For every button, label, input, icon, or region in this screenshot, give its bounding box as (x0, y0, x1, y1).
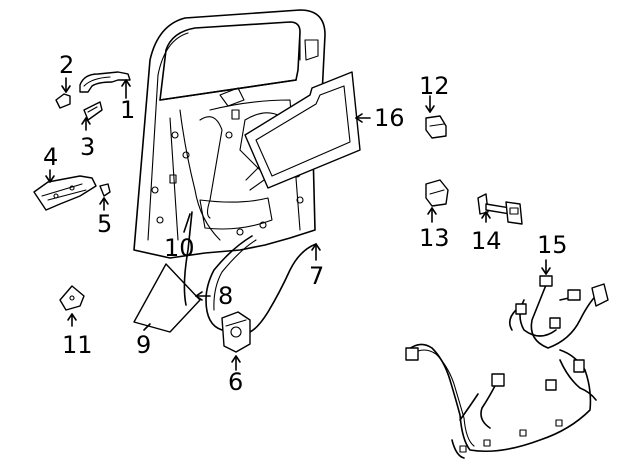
part-2-cap (55, 77, 71, 109)
callout-14: 14 (471, 227, 502, 255)
part-9-pad (133, 263, 201, 333)
part-16-deflector (244, 71, 371, 189)
callout-labels: 1 2 3 4 5 6 7 8 9 10 11 12 13 14 15 16 (43, 51, 568, 396)
callout-4: 4 (43, 143, 58, 171)
part-7-cable (249, 243, 321, 333)
callout-11: 11 (62, 331, 93, 359)
part-5-clip (99, 183, 111, 211)
callout-2: 2 (59, 51, 74, 79)
callout-1: 1 (120, 96, 135, 124)
callout-12: 12 (419, 72, 450, 100)
part-15-harness (405, 259, 609, 459)
part-13-hinge (425, 179, 449, 223)
callout-13: 13 (419, 224, 450, 252)
callout-8: 8 (218, 282, 233, 310)
part-12-hinge (425, 95, 447, 139)
part-10-rod (183, 211, 193, 306)
callout-3: 3 (80, 133, 95, 161)
part-4-handle-frame (33, 169, 97, 211)
part-14-check-link (477, 193, 523, 225)
part-8-cable (195, 235, 257, 331)
callout-7: 7 (309, 262, 324, 290)
callout-10: 10 (164, 234, 195, 262)
callout-16: 16 (374, 104, 405, 132)
part-1-outside-handle (79, 71, 131, 99)
door-shell (133, 9, 326, 259)
callout-9: 9 (136, 331, 151, 359)
part-3-gasket (81, 101, 103, 131)
callout-15: 15 (537, 231, 568, 259)
callout-5: 5 (97, 210, 112, 238)
callout-6: 6 (228, 368, 243, 396)
part-11-bracket (59, 285, 85, 327)
part-6-latch (221, 311, 251, 371)
